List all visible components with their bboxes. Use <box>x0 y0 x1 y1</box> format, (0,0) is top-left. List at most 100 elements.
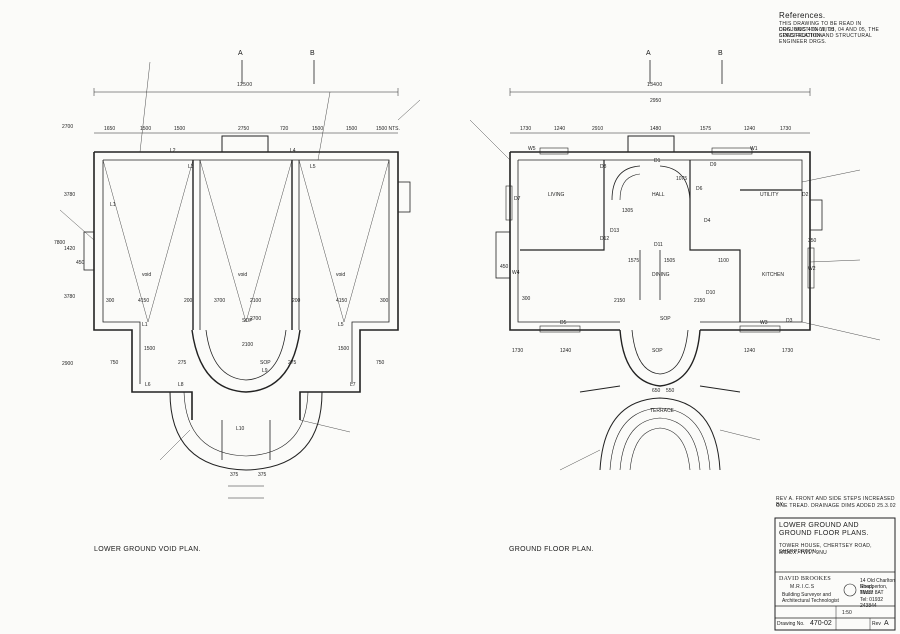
lintel-label: L6 <box>145 382 151 388</box>
dimension-label: 375 <box>230 472 239 478</box>
dimension-label: 300 <box>380 298 389 304</box>
drawing-title: LOWER GROUND AND GROUND FLOOR PLANS. <box>779 522 869 537</box>
section-mark: A <box>238 50 243 57</box>
drawing-no-label: Drawing No. <box>777 621 805 627</box>
dimension-label: 2700 <box>62 124 73 130</box>
company-address: TW17 8AT <box>860 590 884 596</box>
lintel-label: L5 <box>338 322 344 328</box>
reference-line: THIS DRAWING TO BE READ IN CONJUNCTION W… <box>779 21 862 33</box>
dimension-label: 1240 <box>560 348 571 354</box>
dimension-label: 2900 <box>62 361 73 367</box>
door-label: D6 <box>696 186 703 192</box>
company-name: DAVID BROOKES <box>779 576 831 582</box>
door-label: D3 <box>786 318 793 324</box>
dimension-label: 1730 <box>512 348 523 354</box>
dimension-label: 3780 <box>64 294 75 300</box>
lintel-label: L1 <box>142 322 148 328</box>
dimension-label: 2910 <box>592 126 603 132</box>
dimension-label: 1575 <box>628 258 639 264</box>
ground-floor-plan <box>469 88 881 471</box>
dimension-label: 300 <box>106 298 115 304</box>
lintel-label: L9 <box>262 368 268 374</box>
room-label: TERRACE <box>650 408 675 414</box>
window-label: W5 <box>528 146 536 152</box>
rev-label: Rev <box>872 621 881 627</box>
reference-line: DRG. Nos 470-01, 03, 04 AND 05, THE CONS… <box>779 27 880 39</box>
dimension-label: 750 <box>376 360 385 366</box>
room-label: HALL <box>652 192 665 198</box>
door-label: D13 <box>610 228 619 234</box>
project-address: TOWER HOUSE, CHERTSEY ROAD, SHEPPERTON, <box>779 543 872 555</box>
lintel-label: L1 <box>110 202 116 208</box>
overall-width-left: 12500 <box>237 82 253 88</box>
lintel-label: L3 <box>188 164 194 170</box>
dimension-label: 1575 <box>700 126 711 132</box>
dimension-label: 200 <box>184 298 193 304</box>
section-mark: B <box>310 50 315 57</box>
dimension-label: 1500 <box>346 126 357 132</box>
reference-line: SPECIFICATION AND STRUCTURAL ENGINEER DR… <box>779 33 872 45</box>
dimension-label: 4150 <box>336 298 347 304</box>
project-address-2: MIDDX. TW17 9NU <box>779 550 828 556</box>
dimension-label: 2750 <box>238 126 249 132</box>
dimension-label: 275 <box>178 360 187 366</box>
dimension-label: 200 <box>292 298 301 304</box>
dimension-label: 1480 <box>650 126 661 132</box>
revision-note: REV A. FRONT AND SIDE STEPS INCREASED BY <box>776 496 895 508</box>
dimension-label: 1500 <box>144 346 155 352</box>
door-label: D2 <box>802 192 809 198</box>
door-label: D5 <box>560 320 567 326</box>
dimension-label: 1500 <box>174 126 185 132</box>
room-label: LIVING <box>548 192 565 198</box>
references-heading: References. <box>779 11 826 20</box>
lintel-label: L8 <box>178 382 184 388</box>
dimension-label: 1650 <box>104 126 115 132</box>
dimension-label: 1730 <box>520 126 531 132</box>
area-label: void <box>238 272 247 278</box>
window-label: W3 <box>760 320 768 326</box>
dimension-label: 275 <box>288 360 297 366</box>
dimension-label: 350 <box>808 238 817 244</box>
dimension-label: 1420 <box>64 246 75 252</box>
dimension-label: 1730 <box>780 126 791 132</box>
window-label: W1 <box>750 146 758 152</box>
dimension-label: 3700 <box>214 298 225 304</box>
dimension-label: 1500 <box>312 126 323 132</box>
dimension-label: 650 <box>652 388 661 394</box>
company-sub: M.R.I.C.S <box>790 584 815 590</box>
dimension-label: 2150 <box>614 298 625 304</box>
dimension-label: 720 <box>280 126 289 132</box>
lintel-label: L2 <box>170 148 176 154</box>
dimension-label: 300 <box>522 296 531 302</box>
door-label: D12 <box>600 236 609 242</box>
dimension-label: 750 <box>110 360 119 366</box>
door-label: D7 <box>514 196 521 202</box>
dimension-label: 450 <box>500 264 509 270</box>
room-label: DINING <box>652 272 670 278</box>
area-label: SOP <box>652 348 663 354</box>
area-label: void <box>336 272 345 278</box>
dimension-label: 1240 <box>744 348 755 354</box>
area-label: SOP <box>660 316 671 322</box>
dimension-label: 1505 <box>664 258 675 264</box>
dimension-label: 2100 <box>242 342 253 348</box>
dimension-label: 1500 <box>140 126 151 132</box>
dimension-label: 1500 <box>338 346 349 352</box>
door-label: D10 <box>706 290 715 296</box>
plan-title-right: GROUND FLOOR PLAN. <box>509 546 594 553</box>
lintel-label: L5 <box>310 164 316 170</box>
dimension-label: 375 <box>258 472 267 478</box>
lintel-label: L10 <box>236 426 245 432</box>
window-label: W2 <box>808 266 816 272</box>
door-label: D11 <box>654 242 663 248</box>
revision-note: ONE TREAD. DRAINAGE DIMS ADDED 25.3.02 <box>776 503 896 509</box>
dimension-label: 3780 <box>64 192 75 198</box>
door-label: D1 <box>654 158 661 164</box>
overall-width-right: 13400 <box>647 82 663 88</box>
section-mark: A <box>646 50 651 57</box>
drawing-no: 470-02 <box>810 620 832 627</box>
door-label: D4 <box>704 218 711 224</box>
lower-ground-plan <box>59 61 421 499</box>
